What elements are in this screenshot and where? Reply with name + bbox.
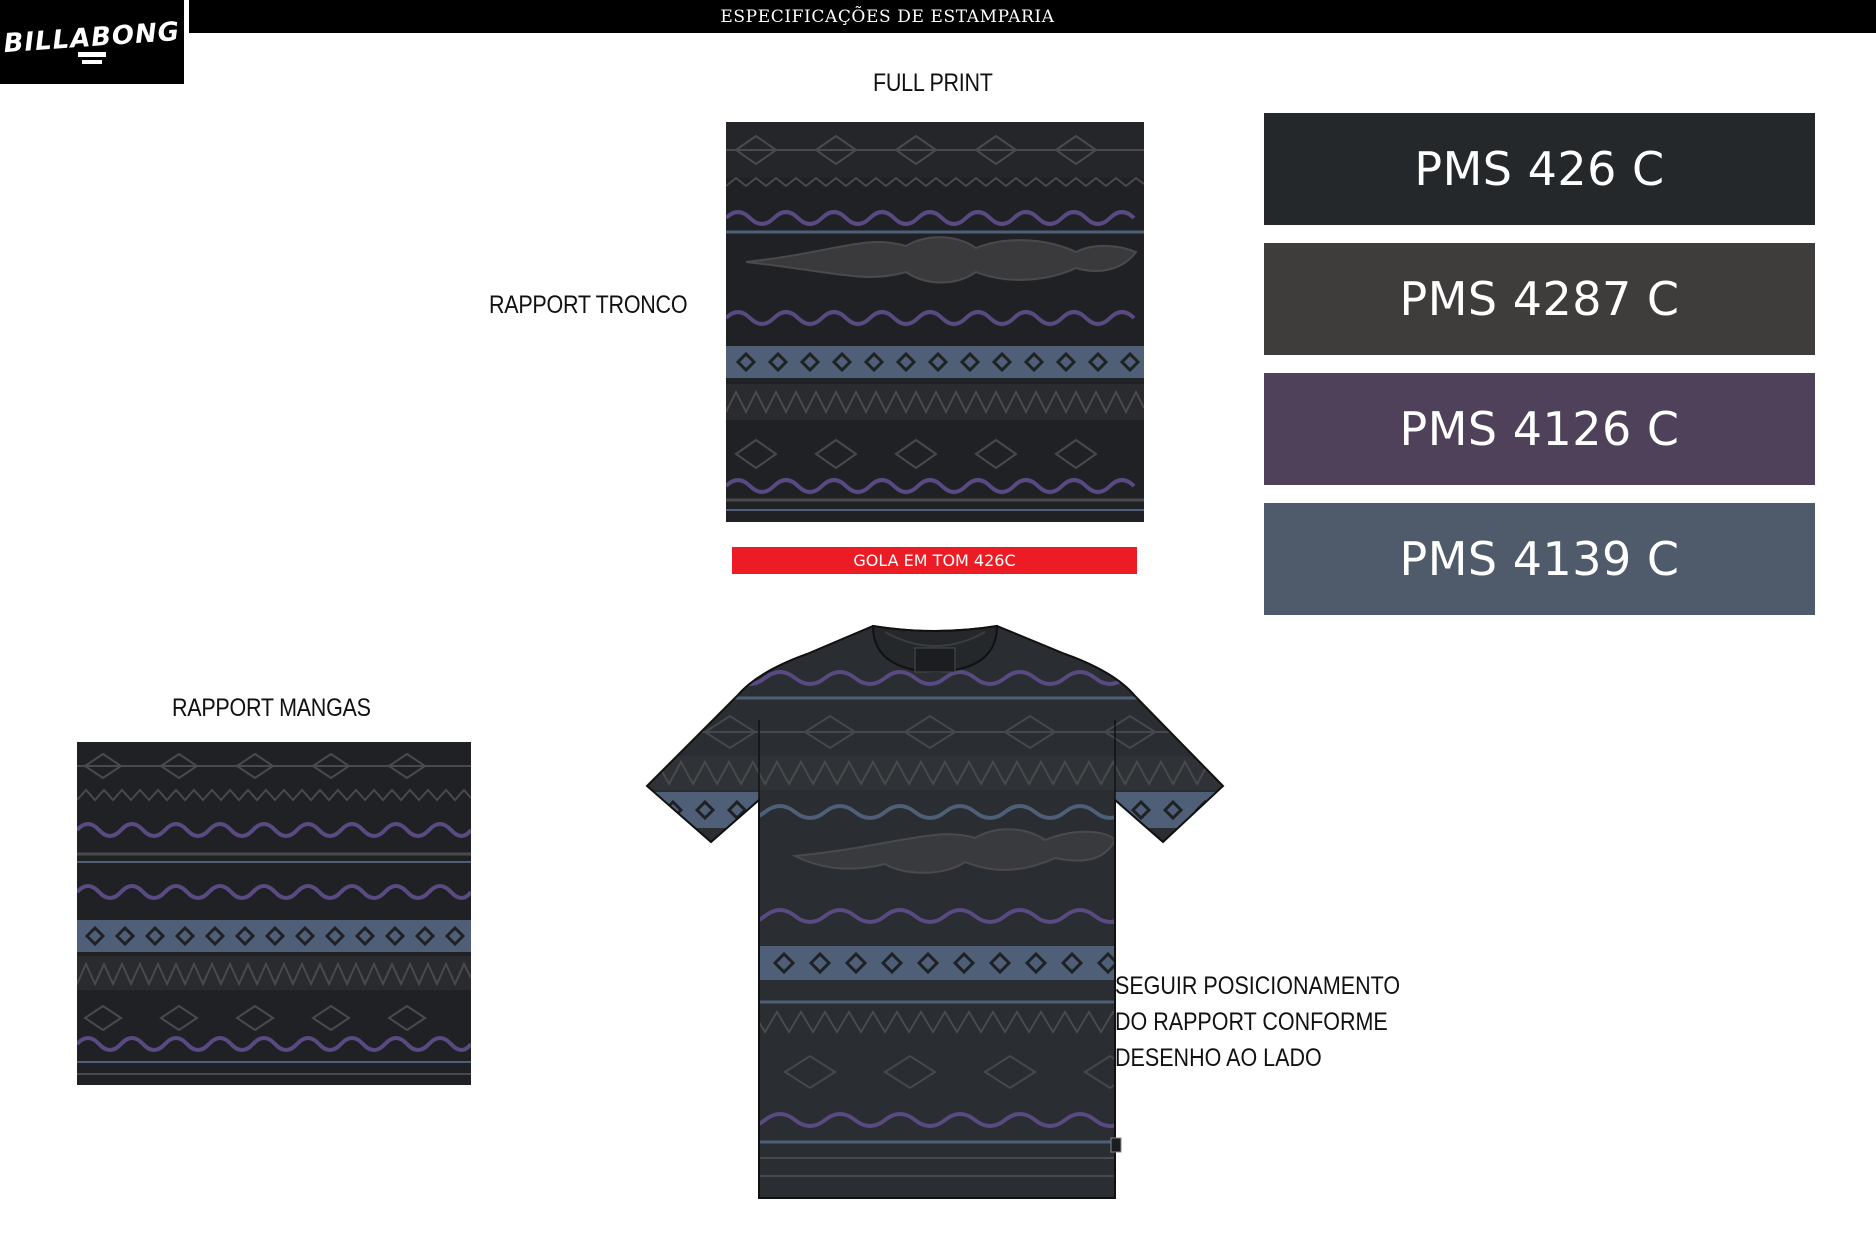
note-line-1: SEGUIR POSICIONAMENTO xyxy=(1115,972,1401,1000)
page-title: ESPECIFICAÇÕES DE ESTAMPARIA xyxy=(720,6,1055,27)
billabong-logo-icon: BILLABONG xyxy=(3,17,181,64)
full-print-label: FULL PRINT xyxy=(873,69,993,97)
rapport-tronco-pattern xyxy=(726,122,1144,522)
tshirt-mockup xyxy=(645,624,1225,1199)
swatch-pms-4126: PMS 4126 C xyxy=(1264,373,1815,485)
rapport-tronco-label: RAPPORT TRONCO xyxy=(489,291,688,319)
note-line-3: DESENHO AO LADO xyxy=(1115,1044,1322,1072)
swatch-pms-4287: PMS 4287 C xyxy=(1264,243,1815,355)
positioning-note: SEGUIR POSICIONAMENTO DO RAPPORT CONFORM… xyxy=(1115,968,1400,1076)
gola-banner: GOLA EM TOM 426C xyxy=(732,547,1137,574)
brand-logo: BILLABONG xyxy=(0,0,184,84)
swatch-pms-426: PMS 426 C xyxy=(1264,113,1815,225)
note-line-2: DO RAPPORT CONFORME xyxy=(1115,1008,1388,1036)
swatch-pms-4139: PMS 4139 C xyxy=(1264,503,1815,615)
header-bar: ESPECIFICAÇÕES DE ESTAMPARIA xyxy=(189,0,1876,33)
rapport-mangas-pattern xyxy=(77,742,471,1085)
rapport-mangas-label: RAPPORT MANGAS xyxy=(172,694,371,722)
